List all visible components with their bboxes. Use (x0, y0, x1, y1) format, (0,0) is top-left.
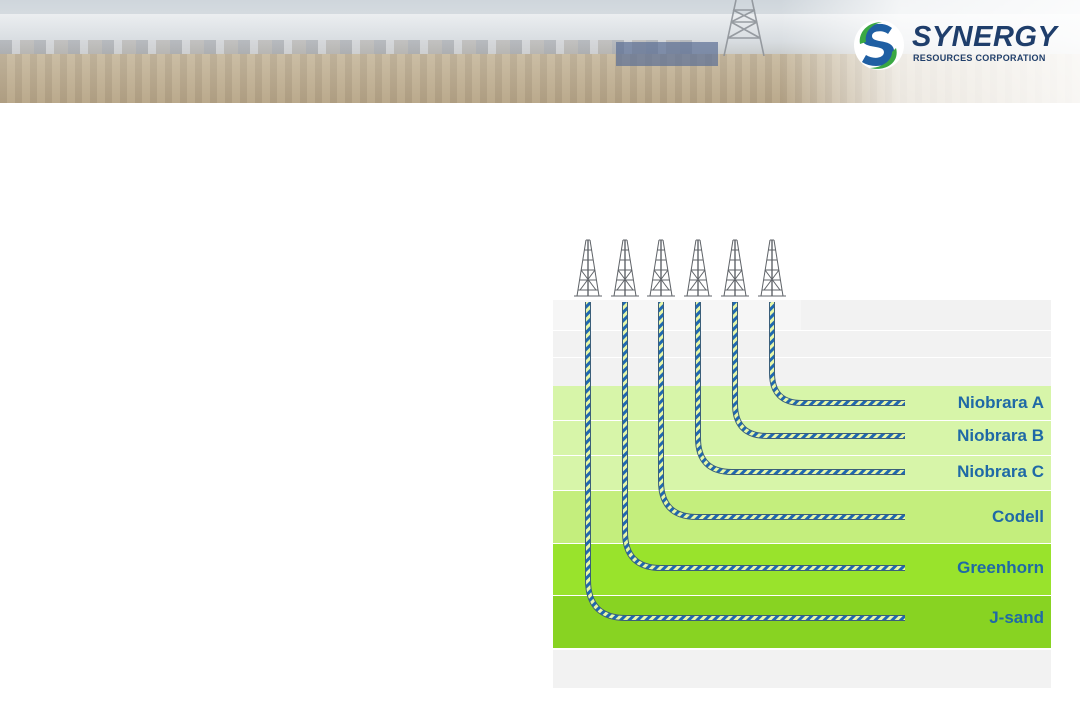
wells-diagram-svg (553, 239, 1051, 688)
rig-equipment (616, 42, 718, 66)
layer-label-niobrara-a: Niobrara A (957, 393, 1044, 412)
derrick-icon (684, 239, 712, 297)
wellbore-niobrara-a (770, 302, 905, 405)
company-logo[interactable]: SYNERGY RESOURCES CORPORATION (852, 18, 1067, 72)
logo-tagline: RESOURCES CORPORATION (913, 53, 1046, 63)
wellbore-niobrara-c (696, 302, 905, 474)
wellbore-codell (659, 302, 905, 519)
wellbore-niobrara-b (733, 302, 905, 438)
surface-band (553, 300, 801, 330)
wellbore-greenhorn (623, 302, 905, 570)
layer-label-codell: Codell (992, 507, 1044, 526)
layer-label-niobrara-b: Niobrara B (957, 426, 1044, 445)
layer-j-sand (553, 596, 1051, 648)
background-band (553, 358, 1051, 386)
logo-brand-text: SYNERGY (912, 21, 1058, 53)
drilling-rig-icon (723, 0, 765, 56)
layer-label-j-sand: J-sand (989, 608, 1044, 627)
layer-label-greenhorn: Greenhorn (957, 558, 1044, 577)
background-band (553, 331, 1051, 357)
derrick-icon (721, 239, 749, 297)
derrick-icon (758, 239, 786, 297)
banner-fade (780, 0, 1080, 103)
background-band-bottom (553, 650, 1051, 688)
derrick-icon (574, 239, 602, 297)
wellbore-j-sand (586, 302, 905, 620)
synergy-s-logo-icon (854, 20, 904, 70)
header-banner: SYNERGY RESOURCES CORPORATION (0, 0, 1080, 103)
derrick-icon (611, 239, 639, 297)
layer-label-niobrara-c: Niobrara C (957, 462, 1044, 481)
town-strip (0, 40, 700, 56)
derrick-icon (647, 239, 675, 297)
